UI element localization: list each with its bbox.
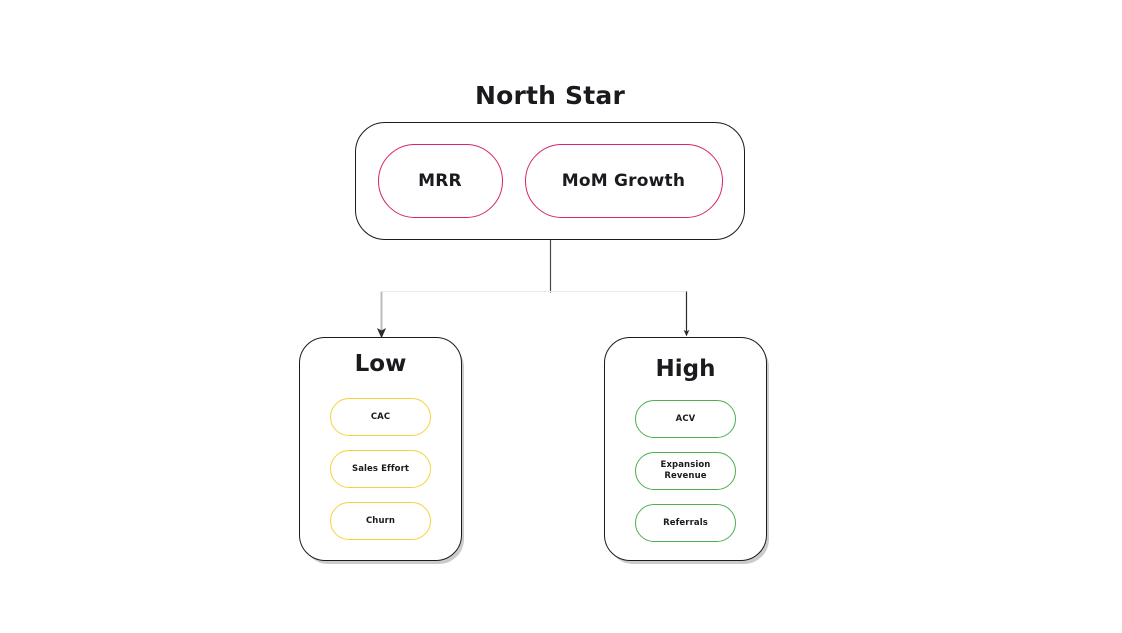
- group-pill-list-high: ACV Expansion Revenue Referrals: [605, 400, 766, 542]
- metric-pill-acv[interactable]: ACV: [635, 400, 736, 438]
- metric-pill-label: CAC: [370, 411, 391, 422]
- metric-pill-label: MRR: [418, 171, 462, 191]
- metric-pill-mom-growth[interactable]: MoM Growth: [524, 144, 723, 218]
- north-star-metric-row: MRR MoM Growth: [356, 123, 744, 239]
- metric-pill-referrals[interactable]: Referrals: [635, 504, 736, 542]
- metric-pill-label-line2: Revenue: [664, 471, 707, 481]
- page-title: North Star: [474, 81, 626, 110]
- metric-pill-label: Referrals: [663, 517, 708, 528]
- group-heading-high: High: [655, 356, 716, 382]
- north-star-container[interactable]: MRR MoM Growth: [355, 122, 745, 240]
- metric-pill-label: MoM Growth: [561, 171, 686, 191]
- group-heading-low: Low: [354, 351, 407, 377]
- metric-pill-cac[interactable]: CAC: [330, 398, 431, 436]
- metric-pill-label: ACV: [675, 413, 696, 424]
- metric-pill-sales-effort[interactable]: Sales Effort: [330, 450, 431, 488]
- metric-pill-expansion-revenue[interactable]: Expansion Revenue: [635, 452, 736, 490]
- metric-pill-label: Expansion: [660, 460, 711, 471]
- group-pill-list-low: CAC Sales Effort Churn: [300, 398, 461, 540]
- connector-branch-line: [381, 291, 686, 292]
- metric-pill-mrr[interactable]: MRR: [377, 144, 503, 218]
- metric-pill-churn[interactable]: Churn: [330, 502, 431, 540]
- metric-pill-label: Churn: [365, 515, 396, 526]
- metric-pill-label: Sales Effort: [351, 463, 410, 474]
- group-container-low[interactable]: Low CAC Sales Effort Churn: [299, 337, 462, 561]
- group-container-high[interactable]: High ACV Expansion Revenue Referrals: [604, 337, 767, 561]
